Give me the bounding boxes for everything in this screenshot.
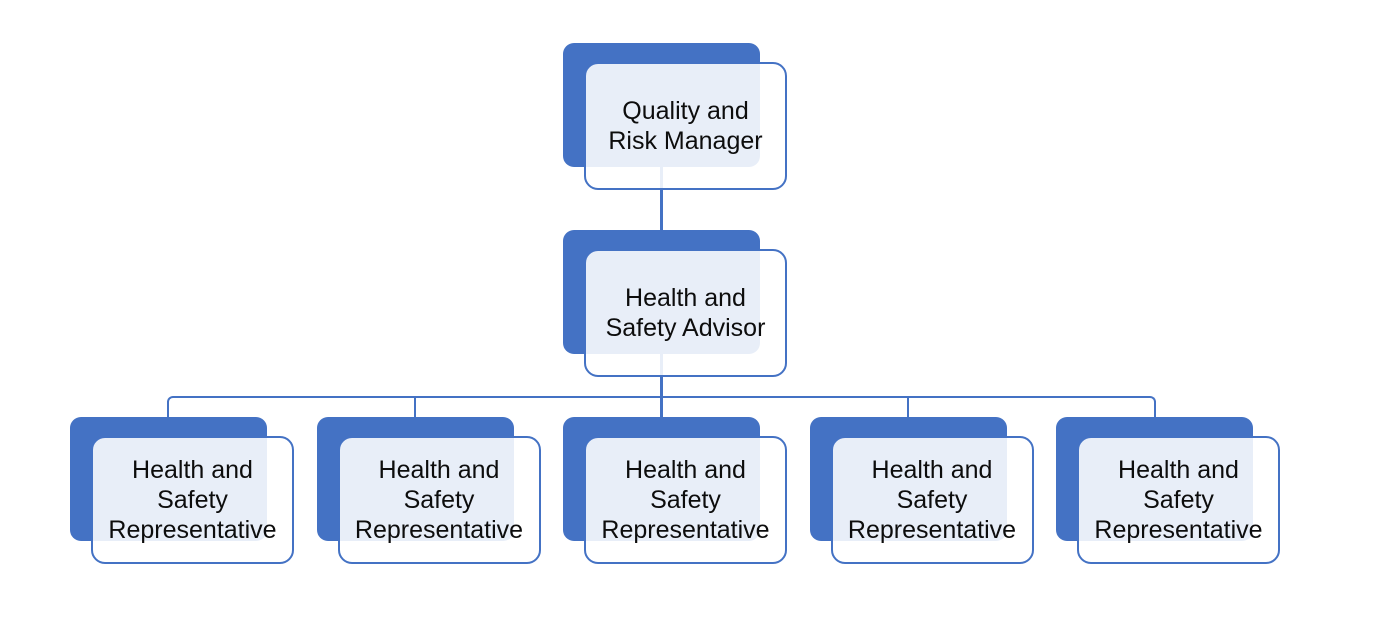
node-label-line: Safety	[157, 486, 228, 514]
node-label-line: Quality and	[622, 97, 749, 125]
org-node-health-and-safety-advisor[interactable]: Health and Safety Advisor	[563, 230, 787, 377]
node-label-line: Health and	[1118, 456, 1239, 484]
org-node-health-and-safety-representative-5[interactable]: Health and Safety Representative	[1056, 417, 1280, 564]
node-label-line: Health and	[871, 456, 993, 484]
node-front-shape: Health and Safety Representative	[830, 436, 1034, 564]
node-label-line: Risk Manager	[608, 127, 763, 155]
org-node-quality-and-risk-manager[interactable]: Quality and Risk Manager	[563, 43, 787, 190]
node-front-shape: Health and Safety Representative	[337, 436, 541, 564]
node-front-shape: Health and Safety Representative	[584, 436, 787, 564]
node-front-shape: Health and Safety Advisor	[584, 249, 787, 377]
node-label-line: Safety	[650, 486, 721, 514]
node-label-line: Health and	[625, 284, 746, 312]
node-front-shape: Quality and Risk Manager	[584, 62, 787, 190]
node-label-line: Representative	[354, 516, 524, 544]
node-label-line: Representative	[108, 516, 277, 544]
node-label-line: Safety Advisor	[605, 314, 766, 342]
org-node-health-and-safety-representative-4[interactable]: Health and Safety Representative	[809, 417, 1034, 564]
node-label-line: Representative	[1094, 516, 1263, 544]
node-label-line: Representative	[601, 516, 770, 544]
org-node-health-and-safety-representative-3[interactable]: Health and Safety Representative	[563, 417, 787, 564]
node-label-line: Health and	[378, 456, 500, 484]
node-label-line: Safety	[403, 486, 475, 514]
node-label-line: Safety	[1143, 486, 1214, 514]
org-node-health-and-safety-representative-2[interactable]: Health and Safety Representative	[316, 417, 541, 564]
node-front-shape: Health and Safety Representative	[91, 436, 294, 564]
node-label-line: Health and	[132, 456, 253, 484]
node-label-line: Health and	[625, 456, 746, 484]
node-label-line: Safety	[896, 486, 968, 514]
node-label-line: Representative	[847, 516, 1017, 544]
node-front-shape: Health and Safety Representative	[1077, 436, 1280, 564]
org-node-health-and-safety-representative-1[interactable]: Health and Safety Representative	[70, 417, 294, 564]
